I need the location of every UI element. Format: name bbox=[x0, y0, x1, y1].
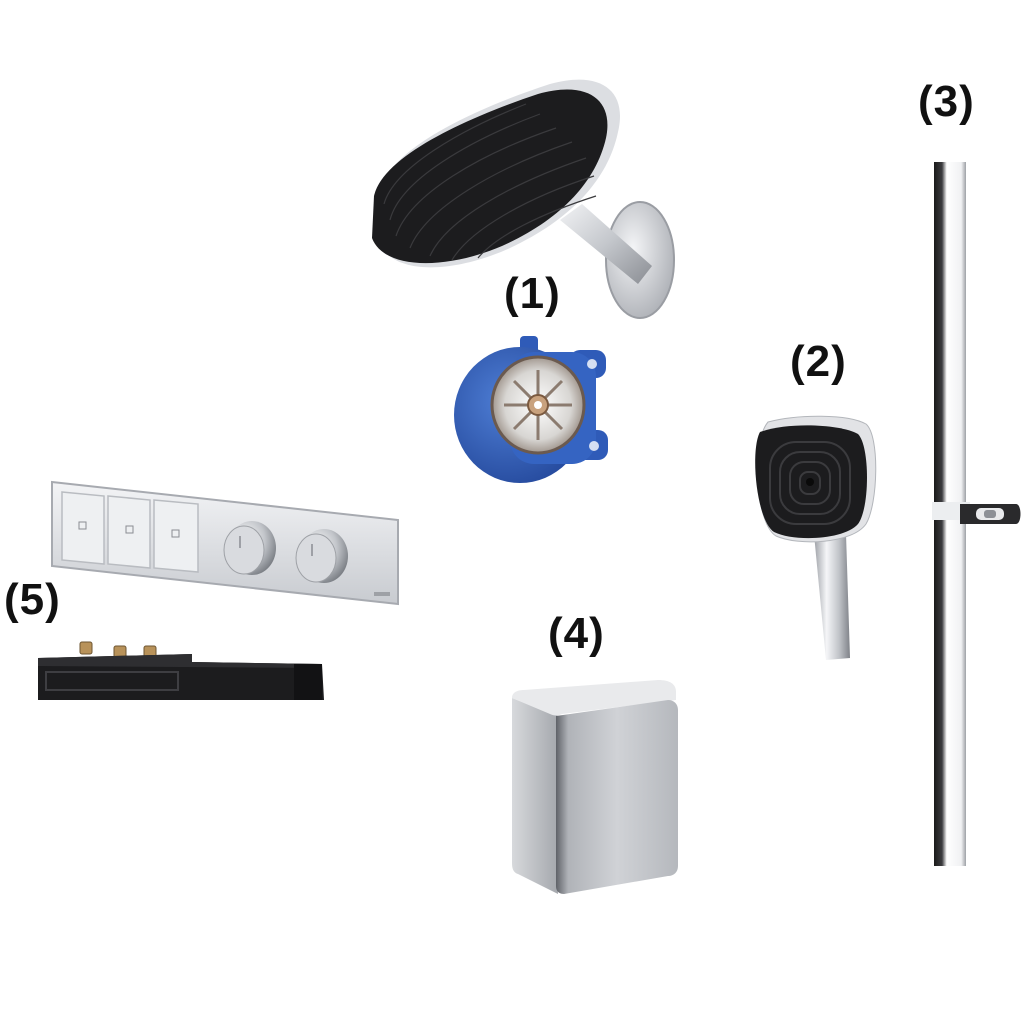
overhead-shower-head bbox=[360, 70, 690, 320]
component-label-3: (3) bbox=[918, 77, 975, 126]
concealed-installation-box bbox=[32, 640, 328, 704]
wall-outlet-cover bbox=[508, 676, 680, 896]
hand-shower bbox=[748, 414, 882, 664]
shower-rail bbox=[930, 162, 1024, 866]
thermostatic-control-panel bbox=[48, 480, 400, 606]
concealed-mixer-body bbox=[450, 330, 615, 490]
component-label-1: (1) bbox=[504, 269, 561, 318]
component-label-5: (5) bbox=[4, 575, 61, 624]
component-label-4: (4) bbox=[548, 609, 605, 658]
component-label-2: (2) bbox=[790, 337, 847, 386]
control-buttons bbox=[61, 491, 199, 573]
